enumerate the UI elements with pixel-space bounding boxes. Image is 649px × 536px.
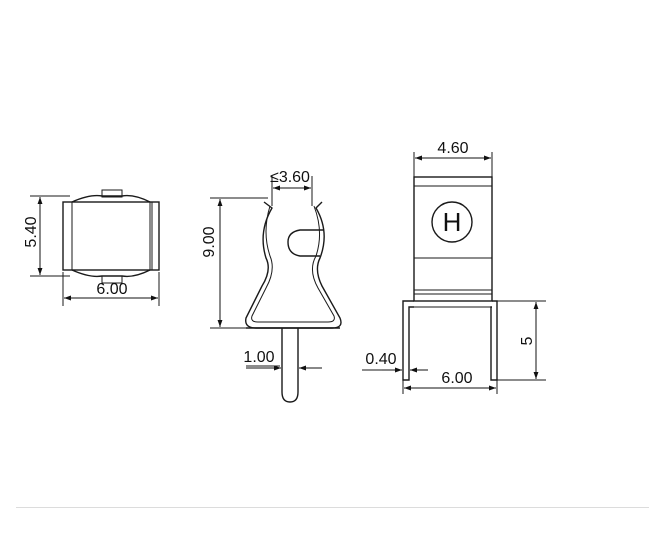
front-height-label: 9.00 — [201, 226, 218, 257]
side-view: 5.40 6.00 — [23, 189, 160, 306]
end-leg-thickness-label: 0.40 — [365, 351, 396, 368]
side-height-label: 5.40 — [23, 216, 40, 247]
end-span-dimension: 6.00 — [402, 370, 498, 394]
side-width-label: 6.00 — [96, 281, 127, 298]
front-opening-label: ≤3.60 — [270, 169, 310, 186]
side-width-dimension: 6.00 — [62, 272, 160, 306]
end-span-label: 6.00 — [441, 370, 472, 387]
end-view-body: H — [402, 176, 498, 381]
marking-circle — [431, 201, 473, 243]
marking-label: H — [443, 207, 462, 237]
end-leg-height-label: 5 — [519, 336, 536, 345]
front-view: ≤3.60 9.00 1.00 — [201, 169, 342, 403]
end-width-label: 4.60 — [437, 140, 468, 157]
end-leg-height-dimension: 5 — [497, 300, 546, 381]
front-opening-dimension: ≤3.60 — [270, 169, 313, 206]
divider — [16, 507, 649, 508]
side-view-body — [62, 189, 160, 284]
front-height-dimension: 9.00 — [201, 197, 268, 329]
end-leg-thickness-dimension: 0.40 — [362, 351, 428, 373]
front-pin-label: 1.00 — [243, 349, 274, 366]
front-view-clip — [245, 201, 342, 403]
end-width-dimension: 4.60 — [413, 140, 493, 178]
front-pin-dimension: 1.00 — [243, 349, 322, 371]
end-view: H 4.60 5 0.40 6.00 — [362, 140, 546, 394]
